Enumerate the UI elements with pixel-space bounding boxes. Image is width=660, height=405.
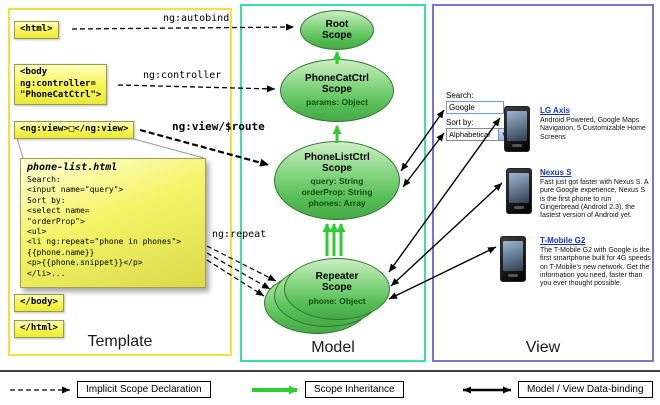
view-sort-select[interactable]: Alphabetical ▼: [446, 128, 510, 141]
scope-property: query: String: [310, 176, 364, 187]
phonecatctrl-scope: PhoneCatCtrl Scope params: Object: [280, 59, 394, 122]
body-close-tag: </body>: [14, 294, 64, 312]
view-panel-label: View: [525, 339, 561, 356]
root-scope: Root Scope: [300, 10, 374, 50]
legend-scope-inheritance: Scope Inheritance: [305, 381, 404, 398]
legend-model-view-data-binding: Model / View Data-binding: [518, 381, 653, 398]
scope-title: PhoneListCtrl Scope: [304, 151, 370, 174]
phone-screen: [507, 111, 527, 141]
phone-link-tmobile-g2[interactable]: T-Mobile G2: [540, 236, 586, 245]
template-panel: Template: [8, 8, 232, 356]
phone-image-tmobile-g2[interactable]: [500, 236, 526, 282]
ng-view-route-label: ng:view/$route: [172, 120, 265, 133]
scope-property: params: Object: [306, 97, 368, 108]
view-search-input[interactable]: [446, 101, 504, 114]
phone-desc-lg-axis: Android Powered, Google Maps Navigation,…: [540, 117, 646, 141]
phone-screen: [509, 173, 529, 203]
html-open-tag: <html>: [14, 21, 59, 39]
scope-property: phones: Array: [308, 198, 366, 209]
scope-property: phone: Object: [308, 295, 366, 306]
phone-button: [514, 206, 524, 209]
phone-list-template-box: phone-list.html Search: <input name="que…: [20, 158, 206, 288]
model-panel-label: Model: [311, 339, 355, 356]
phone-desc-tmobile-g2: The T-Mobile G2 with Google is the first…: [540, 247, 651, 287]
view-sort-label: Sort by:: [446, 118, 474, 127]
code-line: <p>{{phone.snippet}}</p>: [27, 258, 143, 268]
repeater-scope: Repeater Scope phone: Object: [284, 258, 390, 320]
scope-title: Root Scope: [321, 18, 352, 41]
phone-image-lg-axis[interactable]: [504, 106, 530, 152]
phone-desc-nexus-s: Fast just got faster with Nexus S. A pur…: [540, 179, 649, 219]
code-line: Sort by:: [27, 195, 66, 205]
scope-property: orderProp: String: [301, 187, 373, 198]
phone-list-code: Search: <input name="query"> Sort by: <s…: [27, 175, 199, 279]
phone-button: [508, 274, 518, 277]
phone-link-lg-axis[interactable]: LG Axis: [540, 106, 570, 115]
ng-view-tag: <ng:view>□</ng:view>: [14, 121, 135, 139]
phone-button: [512, 144, 522, 147]
code-line: <ul>: [27, 226, 47, 236]
phone-list-title: phone-list.html: [27, 162, 118, 173]
ng-repeat-label: ng:repeat: [212, 229, 267, 240]
ng-autobind-label: ng:autobind: [163, 13, 230, 24]
phone-screen: [503, 241, 523, 271]
html-close-tag: </html>: [14, 320, 64, 338]
code-line: "orderProp">: [27, 216, 85, 226]
template-panel-label: Template: [87, 333, 153, 350]
ng-controller-label: ng:controller: [143, 70, 222, 81]
phone-link-nexus-s[interactable]: Nexus S: [540, 168, 572, 177]
code-line: {{phone.name}}: [27, 247, 95, 257]
phone-image-nexus-s[interactable]: [506, 168, 532, 214]
code-line: <select name=: [27, 206, 90, 216]
code-line: Search:: [27, 175, 61, 184]
body-open-tag: <body ng:controller= "PhoneCatCtrl">: [14, 64, 108, 106]
scope-title: Repeater Scope: [315, 271, 359, 294]
code-line: <input name="query">: [27, 185, 124, 195]
phonelistctrl-scope: PhoneListCtrl Scope query: String orderP…: [274, 141, 400, 220]
legend-implicit-scope-declaration: Implicit Scope Declaration: [77, 381, 211, 398]
scope-title: PhoneCatCtrl Scope: [305, 72, 369, 95]
code-line: <li ng:repeat="phone in phones">: [27, 237, 182, 247]
view-search-label: Search:: [446, 91, 474, 100]
code-line: </li>...: [27, 268, 66, 278]
sort-selected-option: Alphabetical: [449, 130, 490, 139]
